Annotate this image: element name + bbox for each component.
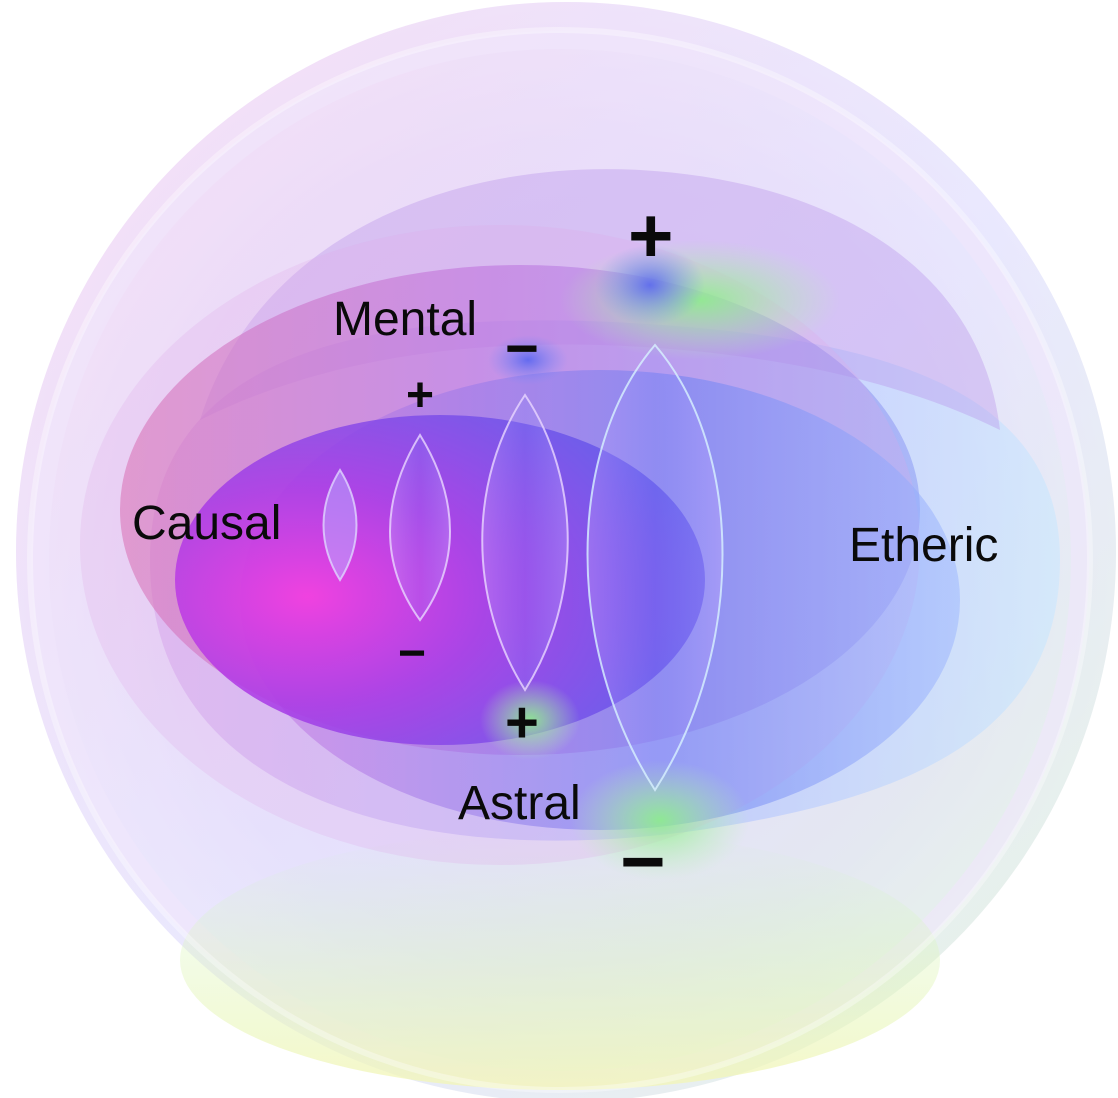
green-glow-lower	[570, 760, 750, 880]
label-etheric: Etheric	[849, 519, 999, 572]
blue-spot-top	[595, 245, 705, 325]
blue-spot-mental	[488, 335, 568, 385]
sheen	[27, 27, 1093, 1093]
lens-astral	[586, 343, 724, 792]
sign-plus-astral: +	[505, 690, 539, 755]
label-causal: Causal	[132, 497, 282, 550]
sign-plus-etheric-top: +	[628, 191, 674, 279]
green-glow-astral	[480, 680, 580, 760]
label-mental: Mental	[333, 293, 478, 346]
bottom-yellow-glow	[180, 830, 940, 1090]
sign-minus-etheric-bottom: −	[620, 817, 666, 905]
lens-small	[322, 468, 358, 582]
sign-plus-causal: +	[406, 369, 435, 422]
lens-mental	[481, 393, 569, 692]
sign-minus-mental: −	[505, 316, 539, 381]
sign-minus-causal: −	[398, 627, 427, 680]
lens-causal	[389, 433, 451, 622]
label-astral: Astral	[458, 777, 581, 830]
